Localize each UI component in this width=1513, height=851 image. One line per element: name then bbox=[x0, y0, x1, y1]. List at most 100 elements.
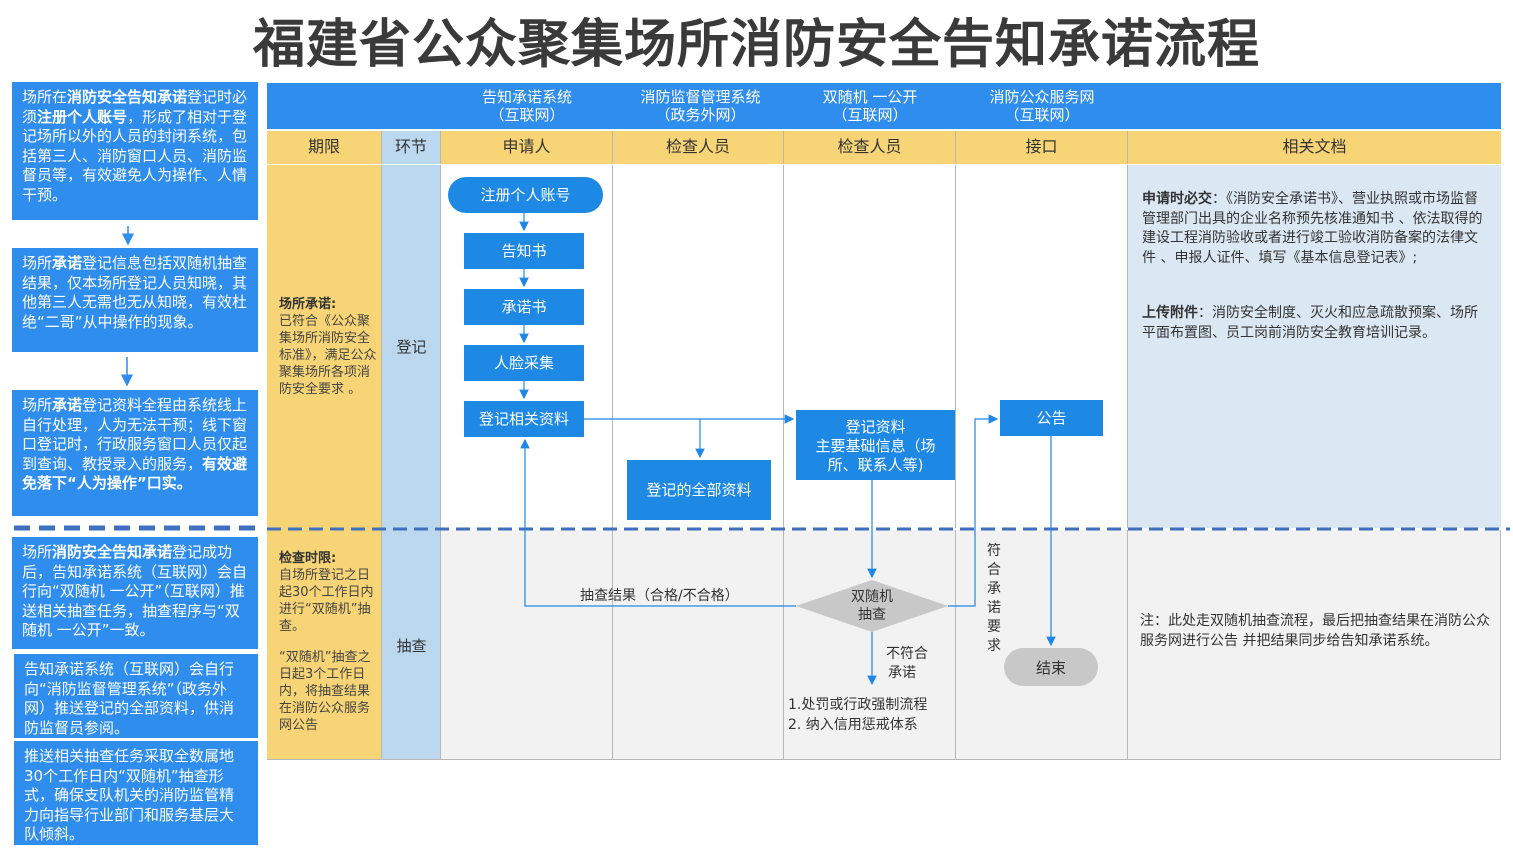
comply-char-5: 要 bbox=[987, 619, 1001, 635]
comply-label: 符 合 承 诺 要 求 bbox=[984, 542, 1004, 656]
col-header-inspector-1: 检查人员 bbox=[613, 131, 784, 164]
docs-required-body: ：《消防安全承诺书》、营业执照或市场监督管理部门出具的企业名称预先核准通知书 、… bbox=[1142, 191, 1483, 266]
comply-char-4: 诺 bbox=[987, 600, 1001, 616]
docs-attach: 上传附件：消防安全制度、灭火和应急疏散预案、场所平面布置图、员工岗前消防安全教育… bbox=[1142, 304, 1488, 343]
register-info-line-3: 所、联系人等) bbox=[827, 456, 924, 474]
consequence-2: 2. 纳入信用惩戒体系 bbox=[788, 717, 918, 733]
random-check-diamond bbox=[796, 580, 948, 632]
col-header-docs: 相关文档 bbox=[1128, 131, 1501, 164]
table-bottom-border bbox=[267, 759, 1501, 760]
comply-char-6: 求 bbox=[987, 638, 1001, 654]
left-note-6: 推送相关抽查任务采取全数属地30个工作日内“双随机”抽查形式，确保支队机关的消防… bbox=[14, 741, 258, 845]
register-account-node: 注册个人账号 bbox=[448, 177, 603, 213]
col-header-period: 期限 bbox=[267, 131, 382, 164]
inspector2-column-bottom bbox=[784, 530, 956, 760]
random-check-line-1: 双随机 bbox=[851, 589, 893, 605]
all-docs-node: 登记的全部资料 bbox=[627, 460, 771, 520]
stage-check-label: 抽查 bbox=[396, 637, 427, 655]
interface-column-bottom bbox=[956, 530, 1128, 760]
comply-char-1: 符 bbox=[987, 543, 1001, 559]
comply-char-3: 承 bbox=[987, 581, 1001, 597]
period-register-text: 场所承诺: 已符合《公众聚集场所消防安全标准》，满足公众聚集场所各项消防安全要求… bbox=[279, 296, 379, 398]
system-4-net: （互联网） bbox=[1004, 106, 1080, 124]
system-3-net: （互联网） bbox=[832, 106, 908, 124]
docs-note: 注：此处走双随机抽查流程，最后把抽查结果在消防公众服务网进行公告 并把结果同步给… bbox=[1140, 613, 1490, 649]
system-2-net: （政务外网） bbox=[655, 106, 746, 124]
stage-column bbox=[382, 165, 441, 760]
left-note-2-part: 承诺 bbox=[52, 254, 83, 272]
left-note-4-part: 登记成功后，告知承诺系统（互联网）会自行向“双随机 一公开”（互联网）推送相关抽… bbox=[22, 543, 248, 639]
system-4-name: 消防公众服务网 bbox=[989, 88, 1095, 106]
docs-column-bottom bbox=[1128, 530, 1501, 760]
left-note-2-part: 场所 bbox=[22, 254, 53, 272]
consequence-1: 1.处罚或行政强制流程 bbox=[788, 697, 928, 713]
period-column bbox=[267, 165, 382, 760]
period-check-label: 检查时限: bbox=[279, 551, 337, 566]
system-3: 双随机 一公开 （互联网） bbox=[800, 88, 940, 124]
left-note-4-part: 场所 bbox=[22, 543, 53, 561]
left-note-3-part: 有效避免落下“人为操作”口实。 bbox=[22, 454, 248, 493]
random-check-line-2: 抽查 bbox=[858, 607, 886, 623]
period-register-label: 场所承诺: bbox=[279, 297, 337, 312]
register-info-line-1: 登记资料 bbox=[845, 418, 906, 436]
left-note-1-part: 消防安全告知承诺 bbox=[67, 88, 188, 106]
col-header-applicant: 申请人 bbox=[441, 131, 613, 164]
docs-required-label: 申请时必交 bbox=[1142, 191, 1212, 207]
left-note-3-part: 承诺 bbox=[52, 396, 83, 414]
stage-register-label: 登记 bbox=[396, 338, 427, 356]
arrow-result-to-applicant bbox=[520, 438, 796, 607]
docs-attach-label: 上传附件 bbox=[1142, 305, 1198, 321]
left-note-2: 场所承诺登记信息包括双随机抽查结果，仅本场所登记人员知晓，其他第三人无需也无从知… bbox=[12, 248, 258, 352]
register-info-node: 登记资料 主要基础信息（场 所、联系人等) bbox=[796, 410, 955, 480]
register-docs-node: 登记相关资料 bbox=[464, 401, 584, 437]
left-note-2-part: 登记信息包括双随机抽查结果，仅本场所登记人员知晓，其他第三人无需也无从知晓，有效… bbox=[22, 254, 248, 331]
face-capture-node: 人脸采集 bbox=[464, 345, 584, 381]
docs-column-top bbox=[1128, 165, 1501, 528]
interface-column-top bbox=[956, 165, 1128, 528]
not-comply-label: 不符合 承诺 bbox=[886, 645, 956, 683]
period-check-body-2: “双随机”抽查之日起3个工作日内，将抽查结果在消防公众服务网公告 bbox=[279, 650, 371, 733]
arrow-comply-announce bbox=[948, 414, 999, 607]
result-label: 抽查结果（合格/不合格） bbox=[580, 588, 739, 604]
left-note-1-part: 场所在 bbox=[22, 88, 68, 106]
applicant-column-bottom bbox=[441, 530, 613, 760]
left-note-4-part: 消防安全告知承诺 bbox=[52, 543, 173, 561]
left-note-1-part: 登记时必须 bbox=[22, 88, 248, 126]
left-note-3-part: 场所 bbox=[22, 396, 53, 414]
comply-char-2: 合 bbox=[987, 562, 1001, 578]
random-check-label: 双随机 抽查 bbox=[820, 588, 924, 624]
notice-node: 告知书 bbox=[464, 233, 584, 269]
left-note-5-part: 告知承诺系统（互联网）会自行向“消防监督管理系统”（政务外网）推送登记的全部资料… bbox=[24, 660, 235, 737]
system-1-name: 告知承诺系统 bbox=[481, 88, 572, 106]
col-header-stage: 环节 bbox=[382, 131, 441, 164]
system-4: 消防公众服务网 （互联网） bbox=[968, 88, 1116, 124]
top-left-header-blank bbox=[267, 83, 441, 129]
period-check-text: 检查时限: 自场所登记之日起30个工作日内进行“双随机”抽查。 “双随机”抽查之… bbox=[279, 550, 379, 734]
left-note-1-part: 注册个人账号 bbox=[37, 107, 128, 126]
docs-required: 申请时必交：《消防安全承诺书》、营业执照或市场监督管理部门出具的企业名称预先核准… bbox=[1142, 190, 1488, 268]
not-comply-line-1: 不符合 bbox=[886, 646, 928, 662]
docs-attach-body: ：消防安全制度、灭火和应急疏散预案、场所平面布置图、员工岗前消防安全教育培训记录… bbox=[1142, 305, 1478, 341]
period-register-body: 已符合《公众聚集场所消防安全标准》，满足公众聚集场所各项消防安全要求 。 bbox=[279, 314, 377, 397]
end-node bbox=[1004, 648, 1098, 686]
system-1: 告知承诺系统 （互联网） bbox=[457, 88, 597, 124]
left-note-5: 告知承诺系统（互联网）会自行向“消防监督管理系统”（政务外网）推送登记的全部资料… bbox=[14, 654, 258, 738]
left-note-3-part: 登记资料全程由系统线上自行处理，人为无法干预；线下窗口登记时，行政服务窗口人员仅… bbox=[22, 396, 248, 473]
page-title: 福建省公众聚集场所消防安全告知承诺流程 bbox=[252, 15, 1260, 75]
system-2: 消防监督管理系统 （政务外网） bbox=[623, 88, 778, 124]
system-2-name: 消防监督管理系统 bbox=[640, 88, 761, 106]
left-note-6-part: 推送相关抽查任务采取全数属地30个工作日内“双随机”抽查形式，确保支队机关的消防… bbox=[24, 747, 235, 843]
col-header-interface: 接口 bbox=[956, 131, 1128, 164]
left-note-1-part: ，形成了相对于登记场所以外的人员的封闭系统，包括第三人、消防窗口人员、消防监督员… bbox=[22, 107, 248, 204]
promise-node: 承诺书 bbox=[464, 289, 584, 325]
system-1-net: （互联网） bbox=[489, 106, 565, 124]
col-header-inspector-2: 检查人员 bbox=[784, 131, 956, 164]
register-info-line-2: 主要基础信息（场 bbox=[815, 437, 936, 455]
inspector1-column-bottom bbox=[613, 530, 784, 760]
system-3-name: 双随机 一公开 bbox=[822, 88, 918, 106]
announce-node: 公告 bbox=[1000, 400, 1103, 436]
end-label: 结束 bbox=[1035, 659, 1066, 677]
left-note-1: 场所在消防安全告知承诺登记时必须注册个人账号，形成了相对于登记场所以外的人员的封… bbox=[12, 82, 258, 220]
not-comply-line-2: 承诺 bbox=[888, 665, 916, 681]
